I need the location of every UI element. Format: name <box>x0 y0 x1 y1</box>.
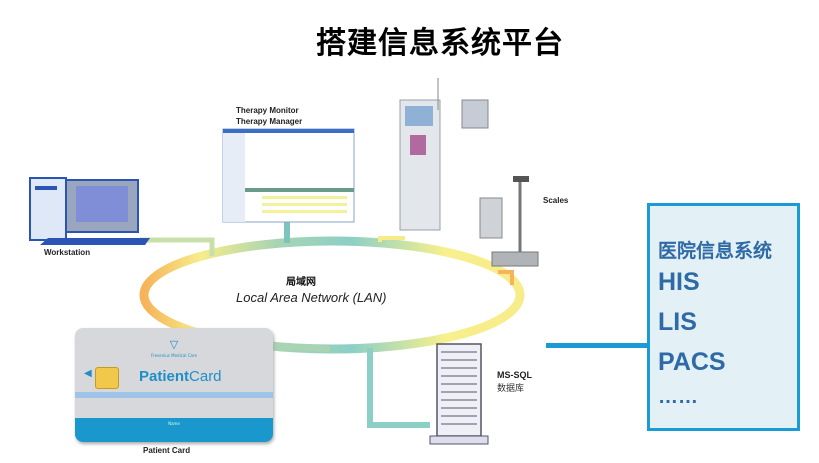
system-pacs: PACS <box>658 348 726 376</box>
scales-label: Scales <box>543 196 569 205</box>
therapy-label: Therapy Monitor Therapy Manager <box>236 105 302 127</box>
workstation-label: Workstation <box>44 248 91 257</box>
system-more: …… <box>658 386 698 408</box>
therapy-manager-label: Therapy Manager <box>236 117 303 126</box>
card-title-card: Card <box>189 368 222 385</box>
lan-label-cn: 局域网 <box>286 277 316 288</box>
therapy-monitor-screenshot <box>222 128 355 223</box>
database-cn-label: 数据库 <box>497 384 525 394</box>
dialysis-machine-icon <box>399 78 489 231</box>
therapy-monitor-label: Therapy Monitor <box>236 106 299 115</box>
system-his: HIS <box>658 268 700 296</box>
link-dialysis <box>378 236 405 242</box>
page-title: 搭建信息系统平台 <box>316 26 564 61</box>
card-name-field: Name <box>168 421 180 426</box>
link-scales <box>498 270 514 285</box>
card-stripe <box>75 392 273 398</box>
workstation-icon <box>29 177 150 245</box>
systems-heading: 医院信息系统 <box>658 241 773 262</box>
arrow-left-icon: ◀ <box>84 368 92 379</box>
database-server-icon <box>429 343 489 445</box>
patient-card-label: Patient Card <box>143 446 191 455</box>
scales-icon <box>479 176 539 267</box>
card-title: PatientCard <box>139 368 222 385</box>
link-workstation <box>140 237 215 256</box>
system-lis: LIS <box>658 308 697 336</box>
link-card <box>274 343 331 352</box>
card-title-patient: Patient <box>139 368 190 385</box>
hospital-info-systems-box: 医院信息系统 HIS LIS PACS …… <box>647 203 800 431</box>
lan-label-en: Local Area Network (LAN) <box>236 290 387 305</box>
patient-card: ▽ Fresenius Medical Care ◀ PatientCard N… <box>75 328 273 442</box>
lan-ring <box>139 236 525 354</box>
connector-line <box>546 343 648 348</box>
link-database <box>367 348 430 428</box>
chip-icon <box>95 367 119 389</box>
card-brand: Fresenius Medical Care <box>151 353 197 358</box>
fresenius-logo: ▽ <box>169 338 179 351</box>
database-label: MS-SQL <box>497 370 532 380</box>
card-name-band: Name <box>75 418 273 442</box>
